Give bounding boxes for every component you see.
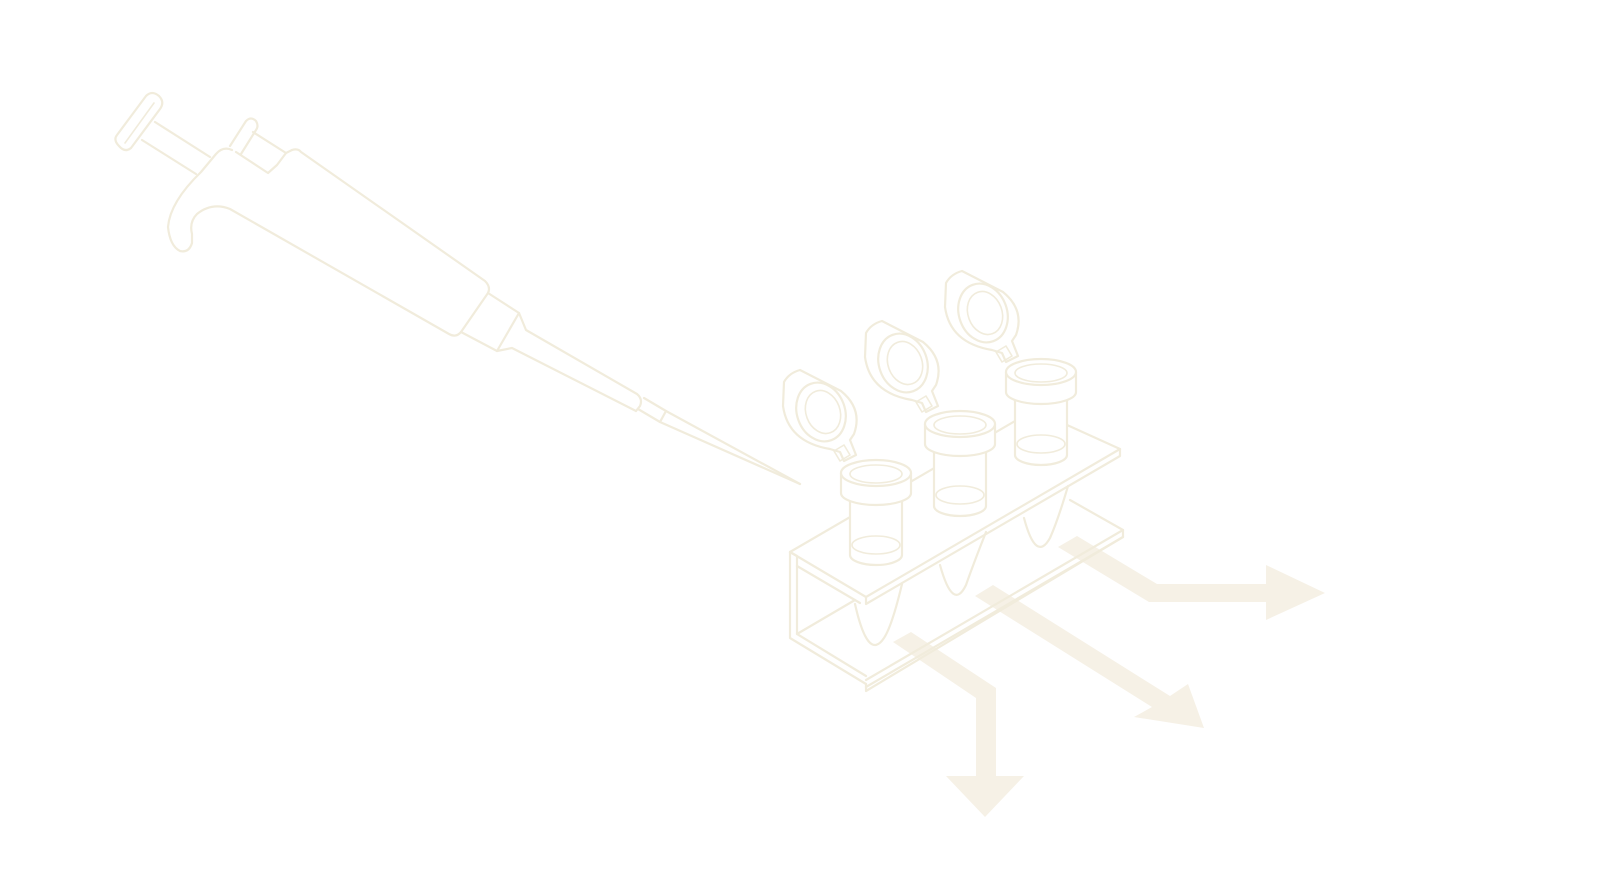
flow-arrow-down-icon bbox=[893, 632, 1024, 817]
flow-arrow-right-icon bbox=[1058, 536, 1325, 620]
microtube-icon bbox=[781, 368, 913, 567]
flow-arrow-diagonal-icon bbox=[975, 585, 1204, 728]
microtube-icon bbox=[943, 269, 1078, 467]
flow-arrows bbox=[893, 536, 1325, 817]
pipette-icon bbox=[114, 91, 802, 486]
microtube-icon bbox=[863, 319, 997, 518]
